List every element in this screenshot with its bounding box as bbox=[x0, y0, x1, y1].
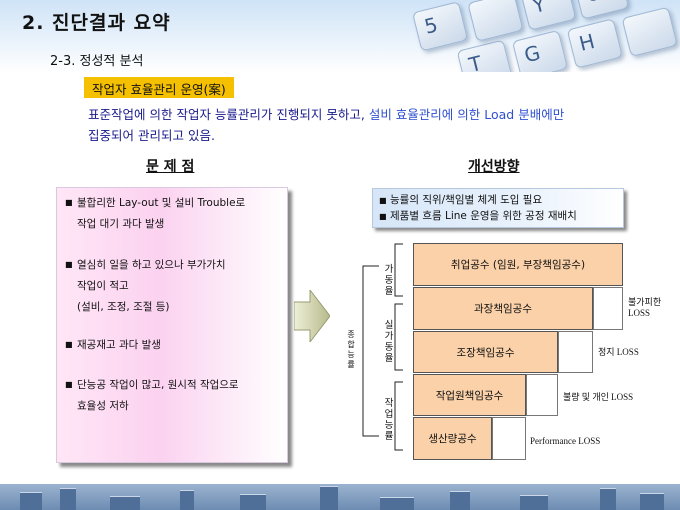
summary-part1: 표준작업에 의한 작업자 능률관리가 진행되지 못하고, bbox=[88, 107, 369, 122]
keyboard-key: Y bbox=[520, 0, 577, 31]
keyboard-key: G bbox=[511, 29, 569, 72]
problem-text: 재공재고 과다 발생 bbox=[77, 339, 161, 351]
summary-part2: 설비 효율관리에 의한 Load 분배에만 bbox=[368, 107, 565, 122]
bullet-icon: ■ bbox=[379, 196, 387, 205]
side-label-gadong: 가동율 bbox=[384, 264, 394, 297]
building-shape bbox=[240, 494, 266, 510]
improvement-heading: 개선방향 bbox=[468, 159, 520, 175]
loss-label: Performance LOSS bbox=[530, 436, 601, 446]
problem-text: 불합리한 Lay-out 및 설비 Trouble로 bbox=[77, 197, 246, 209]
improvement-text: 제품별 흐름 Line 운영을 위한 공정 재배치 bbox=[390, 210, 577, 222]
page-title: 2. 진단결과 요약 bbox=[22, 12, 171, 34]
keyboard-key: 5 bbox=[411, 1, 469, 52]
bullet-icon: ■ bbox=[65, 380, 73, 389]
building-shape bbox=[520, 495, 548, 510]
loss-box bbox=[558, 331, 593, 373]
loss-label: 정지 LOSS bbox=[598, 347, 639, 357]
loss-label: 불가피한 LOSS bbox=[628, 297, 662, 318]
staircase-bar: 작업원책임공수 bbox=[413, 374, 526, 416]
section-subtitle: 2-3. 정성적 분석 bbox=[50, 54, 144, 69]
problem-text: 효율성 저하 bbox=[77, 400, 129, 412]
improvement-item: ■제품별 흐름 Line 운영을 위한 공정 재배치 bbox=[379, 209, 577, 224]
loss-label: 불량 및 개인 LOSS bbox=[563, 392, 634, 402]
footer-city-image bbox=[0, 484, 680, 510]
problem-box: ■불합리한 Lay-out 및 설비 Trouble로 작업 대기 과다 발생 … bbox=[56, 187, 288, 463]
building-shape bbox=[600, 488, 616, 510]
problem-text: 단능공 작업이 많고, 원시적 작업으로 bbox=[77, 379, 239, 391]
side-label-jageop: 작업능률 bbox=[384, 398, 394, 442]
problem-text: (설비, 조정, 조절 등) bbox=[77, 301, 170, 313]
building-shape bbox=[320, 486, 338, 510]
loss-box bbox=[526, 374, 558, 416]
keyboard-key bbox=[467, 0, 524, 42]
improvement-box: ■능률의 직위/책임별 체계 도입 필요 ■제품별 흐름 Line 운영을 위한… bbox=[372, 188, 624, 228]
improvement-item: ■능률의 직위/책임별 체계 도입 필요 bbox=[379, 193, 542, 208]
building-shape bbox=[640, 493, 664, 510]
summary-text: 표준작업에 의한 작업자 능률관리가 진행되지 못하고, 설비 효율관리에 의한… bbox=[88, 104, 648, 146]
problem-item: ■ 불합리한 Lay-out 및 설비 Trouble로 작업 대기 과다 발생 bbox=[65, 192, 245, 235]
problem-item: ■ 재공재고 과다 발생 bbox=[65, 334, 161, 356]
building-shape bbox=[20, 492, 42, 510]
loss-box bbox=[593, 287, 623, 330]
problem-item: ■ 열심히 일을 하고 있으나 부가가치 작업이 적고 (설비, 조정, 조절 등… bbox=[65, 254, 226, 318]
right-arrow-icon bbox=[294, 290, 330, 342]
keyboard-key: H bbox=[566, 18, 623, 69]
bullet-icon: ■ bbox=[65, 198, 73, 207]
staircase-bar: 취업공수 (임원, 부장책임공수) bbox=[413, 243, 623, 286]
bracket-lines bbox=[362, 243, 403, 451]
bullet-icon: ■ bbox=[379, 212, 387, 221]
problem-text: 열심히 일을 하고 있으나 부가가치 bbox=[77, 259, 226, 271]
problem-text: 작업 대기 과다 발생 bbox=[77, 218, 165, 230]
staircase-bar: 과장책임공수 bbox=[413, 287, 593, 330]
bullet-icon: ■ bbox=[65, 340, 73, 349]
building-shape bbox=[110, 496, 140, 510]
side-label-silgadong: 실가동율 bbox=[384, 320, 394, 364]
staircase-bar: 조장책임공수 bbox=[413, 331, 558, 373]
keyboard-key bbox=[621, 6, 678, 58]
keyboard-key: U bbox=[573, 0, 630, 20]
problem-text: 작업이 적고 bbox=[77, 280, 129, 292]
problem-heading: 문 제 점 bbox=[146, 159, 195, 175]
keyboard-key: T bbox=[456, 39, 513, 72]
building-shape bbox=[60, 488, 76, 510]
summary-line2: 집중되어 관리되고 있음. bbox=[88, 128, 215, 143]
building-shape bbox=[380, 497, 414, 510]
side-label-jonghap: 종합능률 bbox=[347, 330, 355, 369]
bullet-icon: ■ bbox=[65, 260, 73, 269]
header-banner: 5 Y U T G H 2. 진단결과 요약 2-3. 정성적 분석 bbox=[0, 0, 680, 72]
problem-item: ■ 단능공 작업이 많고, 원시적 작업으로 효율성 저하 bbox=[65, 374, 239, 417]
loss-box bbox=[492, 417, 526, 460]
improvement-text: 능률의 직위/책임별 체계 도입 필요 bbox=[390, 194, 543, 206]
staircase-bar: 생산량공수 bbox=[413, 417, 492, 460]
building-shape bbox=[180, 490, 194, 510]
keyboard-keys-illustration: 5 Y U T G H bbox=[353, 0, 680, 72]
building-shape bbox=[450, 491, 470, 510]
highlight-label: 작업자 효율관리 운영(案) bbox=[84, 77, 234, 98]
